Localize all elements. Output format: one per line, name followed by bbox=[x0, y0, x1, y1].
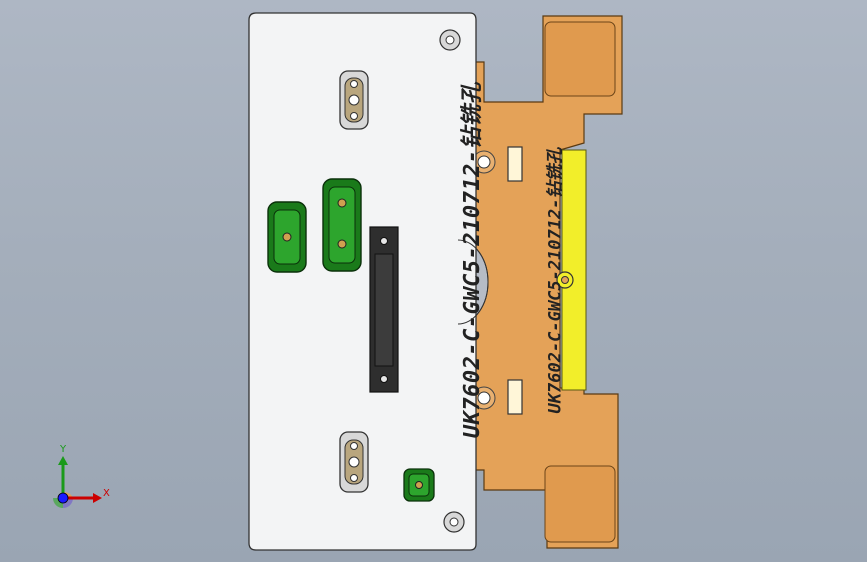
dark-locating-block[interactable] bbox=[369, 226, 399, 393]
green-pad-right[interactable] bbox=[322, 178, 362, 272]
upper-pocket bbox=[544, 21, 616, 97]
orange-slot-top bbox=[507, 146, 523, 182]
engraving-white-plate: UK7602-C-GWC5-210712-钻铣孔 bbox=[460, 81, 486, 439]
engraving-orange-plate: UK7602-C-GWC5-210712-钻铣孔 bbox=[545, 147, 566, 414]
orange-hole-top bbox=[477, 155, 491, 169]
slot-clamp-bottom[interactable] bbox=[339, 431, 369, 493]
slot-clamp-top[interactable] bbox=[339, 70, 369, 130]
yellow-strip[interactable] bbox=[561, 149, 587, 391]
white-base-plate[interactable] bbox=[248, 12, 477, 551]
z-axis-dot bbox=[57, 492, 69, 504]
coordinate-triad bbox=[53, 456, 102, 508]
orange-slot-bottom bbox=[507, 379, 523, 415]
orange-hole-bottom bbox=[477, 391, 491, 405]
green-pad-small[interactable] bbox=[403, 468, 435, 502]
y-axis-label: Y bbox=[60, 444, 67, 455]
lower-pocket bbox=[544, 465, 616, 543]
green-pad-left[interactable] bbox=[267, 201, 307, 273]
orange-fixture-plate[interactable] bbox=[465, 15, 623, 549]
x-axis-label: X bbox=[103, 488, 110, 499]
